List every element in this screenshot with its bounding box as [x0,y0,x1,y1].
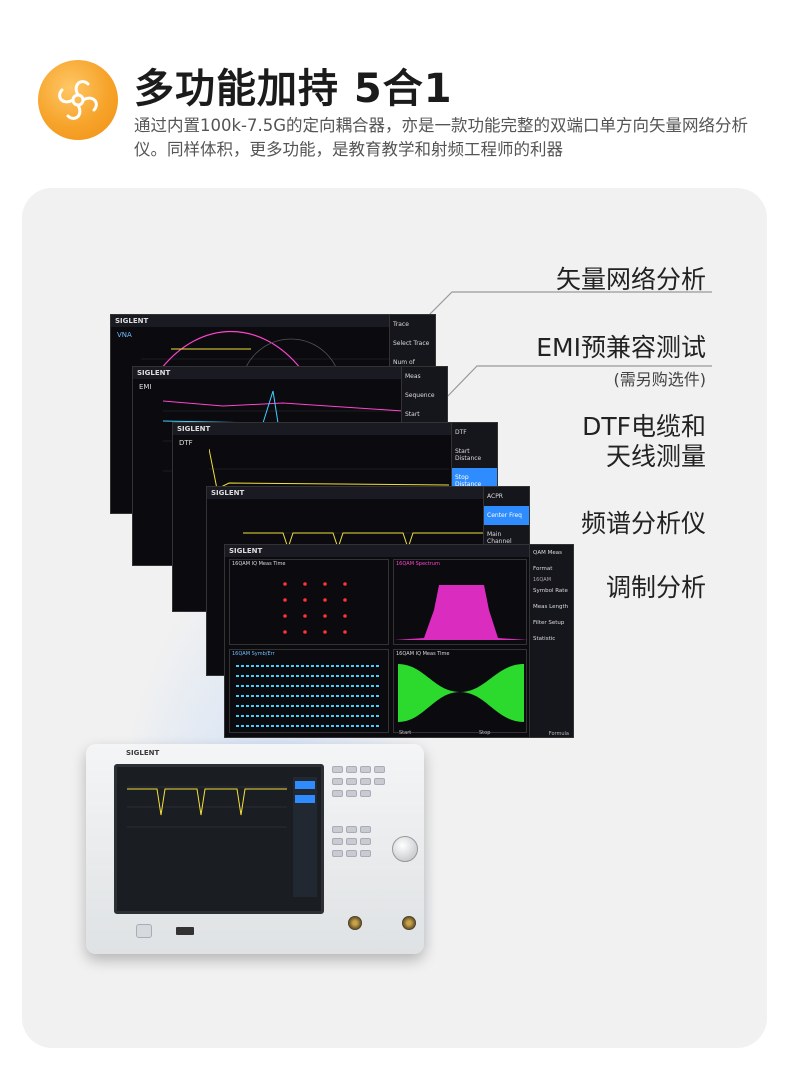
qam-constellation-title: 16QAM IQ Meas Time [232,561,286,567]
screen-qam-strip [225,545,573,557]
screen-dtf-strip [173,423,497,435]
feature-dtf-line1: DTF电缆和 [582,412,706,441]
device-key[interactable] [346,778,357,785]
screen-emi-strip [133,367,447,379]
header-logo-badge [38,60,118,140]
feature-vna: 矢量网络分析 [556,260,706,296]
device-rf-port[interactable] [402,916,416,930]
screen-vna-mode: VNA [117,331,132,339]
screen-emi-mode: EMI [139,383,152,391]
device-screen [114,764,324,914]
qam-constellation-plot [283,582,347,634]
device-key[interactable] [360,790,371,797]
device-key[interactable] [332,838,343,845]
feature-vna-label: 矢量网络分析 [555,265,706,294]
device-key[interactable] [374,778,385,785]
qam-menu-item-symbol-rate[interactable]: Symbol Rate [533,588,568,594]
acpr-menu-item-main-channel[interactable]: Main Channel [487,531,512,545]
acpr-menu-item-center-freq[interactable]: Center Freq [484,506,529,525]
emi-menu-item-sequence[interactable]: Sequence [405,392,435,399]
dtf-menu-item-dtf[interactable]: DTF [455,429,467,436]
device-power-button[interactable] [136,924,152,938]
screen-dtf-logo: SIGLENT [177,425,211,433]
device-key[interactable] [332,826,343,833]
device-brand-logo: SIGLENT [126,749,160,757]
device-rf-port[interactable] [348,916,362,930]
screen-vna-strip [111,315,435,327]
qam-footer-start: Start [399,730,412,736]
feature-emi: EMI预兼容测试 (需另购选件) [536,328,706,390]
feature-dtf: DTF电缆和 天线测量 [582,412,706,472]
device-key[interactable] [346,850,357,857]
device-key[interactable] [374,766,385,773]
device-key[interactable] [346,790,357,797]
feature-dtf-line2: 天线测量 [605,442,706,471]
qam-spectrum-panel: 16QAM Spectrum [393,559,528,645]
screen-dtf-mode: DTF [179,439,193,447]
device-key[interactable] [360,778,371,785]
dtf-menu-item-start-distance[interactable]: Start Distance [455,448,482,462]
acpr-menu-item-acpr[interactable]: ACPR [487,493,503,500]
feature-spectrum-label: 频谱分析仪 [580,509,706,538]
page-title: 多功能加持 5合1 [134,66,453,112]
emi-menu-item-meas[interactable]: Meas [405,373,421,380]
device-key[interactable] [360,826,371,833]
qam-footer-formula[interactable]: Formula [548,731,569,737]
qam-constellation-panel: 16QAM IQ Meas Time [229,559,389,645]
qam-symbol-table: 16QAM Symb/Err [229,649,389,733]
vna-menu-item-select-trace[interactable]: Select Trace [393,340,430,347]
feature-modulation-label: 调制分析 [605,573,706,602]
device-screen-trace [127,777,317,897]
feature-emi-note: (需另购选件) [613,370,707,389]
device-key[interactable] [332,778,343,785]
screen-qam-menu: QAM Meas Format 16QAM Symbol Rate Meas L… [529,545,573,737]
device-key[interactable] [332,850,343,857]
screen-acpr-strip [207,487,529,499]
device-keypad [332,766,414,906]
qam-menu-item-format-value: 16QAM [533,577,552,583]
qam-footer-stop: Stop [479,730,491,736]
spectrum-analyzer-device: SIGLENT [86,744,424,954]
qam-menu-item-meas-length[interactable]: Meas Length [533,604,569,610]
screen-vna-logo: SIGLENT [115,317,149,325]
qam-menu-item-format[interactable]: Format [533,566,553,572]
emi-menu-item-start[interactable]: Start [405,411,420,418]
qam-menu-item-filter-setup[interactable]: Filter Setup [533,620,565,626]
screen-qam: SIGLENT 16QAM IQ Meas Time 16QAM Spectru… [224,544,574,738]
qam-menu-item-meas[interactable]: QAM Meas [533,550,562,556]
device-key[interactable] [332,790,343,797]
device-key[interactable] [360,850,371,857]
feature-spectrum: 频谱分析仪 [581,504,706,540]
qam-spectrum-plot [394,585,528,640]
device-key[interactable] [360,766,371,773]
screen-acpr-logo: SIGLENT [211,489,245,497]
device-key[interactable] [332,766,343,773]
device-key[interactable] [346,766,357,773]
qam-eye-panel: 16QAM IQ Meas Time [393,649,527,733]
screen-emi-logo: SIGLENT [137,369,171,377]
qam-footer: Start Stop [229,730,529,737]
feature-panel: 矢量网络分析 EMI预兼容测试 (需另购选件) DTF电缆和 天线测量 频谱分析… [22,188,767,1048]
qam-spectrum-title: 16QAM Spectrum [396,561,440,567]
qam-symbol-table-title: 16QAM Symb/Err [232,651,275,657]
device-key[interactable] [346,826,357,833]
device-usb-port[interactable] [176,927,194,935]
feature-modulation: 调制分析 [606,568,706,604]
page-subtitle: 通过内置100k-7.5G的定向耦合器，亦是一款功能完整的双端口单方向矢量网络分… [134,116,749,159]
qam-symbol-rows [236,665,380,727]
device-key[interactable] [360,838,371,845]
qam-eye-plot [398,664,524,722]
device-key[interactable] [346,838,357,845]
device-rotary-knob[interactable] [392,836,418,862]
fan-swirl-icon [58,80,98,120]
vna-menu-item-trace[interactable]: Trace [393,321,409,328]
feature-emi-label: EMI预兼容测试 [536,333,706,362]
screen-qam-logo: SIGLENT [229,547,263,555]
qam-eye-title: 16QAM IQ Meas Time [396,651,450,657]
qam-menu-item-statistic[interactable]: Statistic [533,636,556,642]
